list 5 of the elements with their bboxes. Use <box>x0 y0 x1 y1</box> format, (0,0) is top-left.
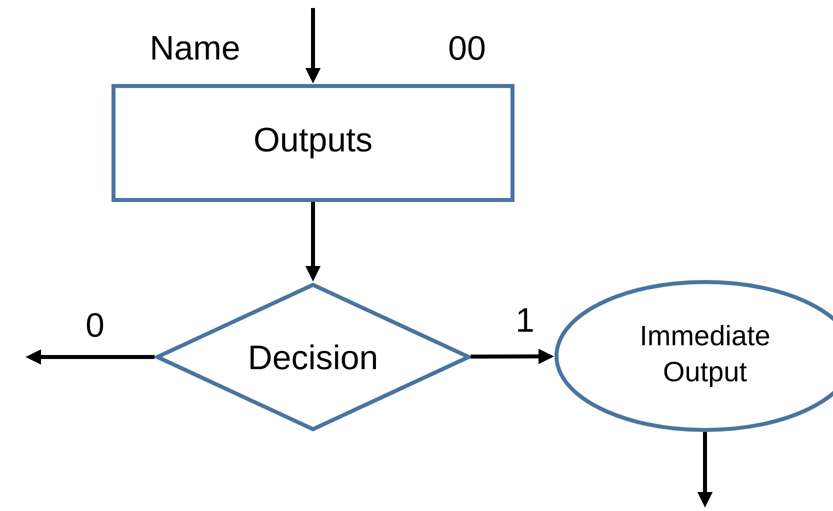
edge-label: 1 <box>514 307 536 333</box>
state-label: 00 <box>449 36 485 60</box>
state-box: Outputs <box>112 84 514 202</box>
state-label: Name <box>152 36 239 60</box>
edge-label: 0 <box>84 312 106 338</box>
